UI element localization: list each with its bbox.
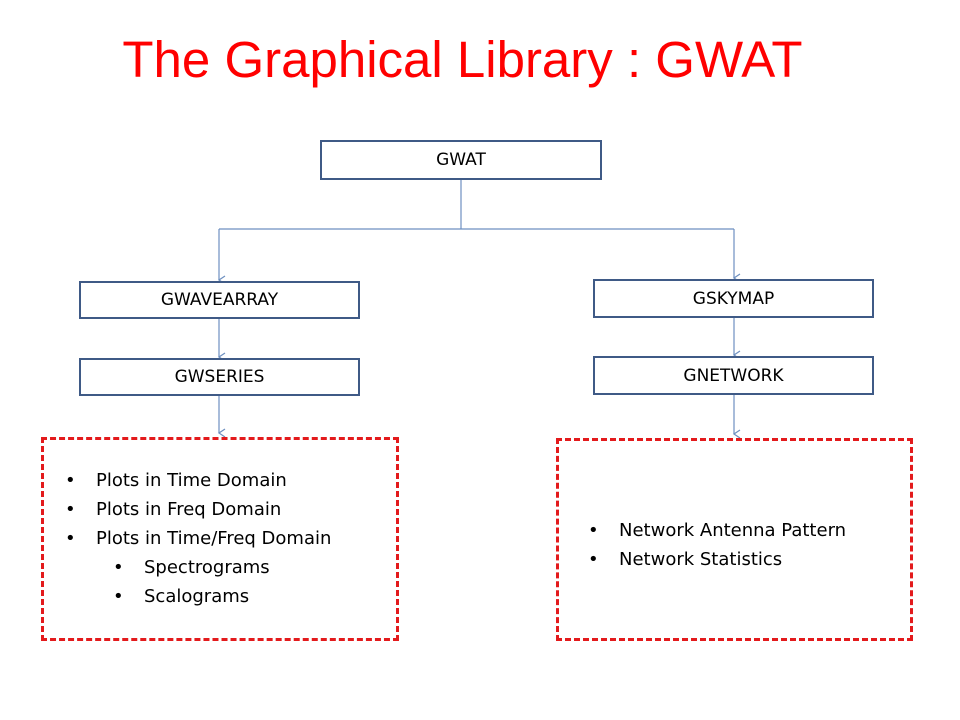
- node-gwavearray: GWAVEARRAY: [79, 281, 360, 319]
- node-gskymap-label: GSKYMAP: [692, 288, 775, 309]
- node-gwseries: GWSERIES: [79, 358, 360, 396]
- slide-title: The Graphical Library : GWAT: [122, 31, 803, 88]
- node-gwat: GWAT: [320, 140, 602, 180]
- sub-list-item: Scalograms: [96, 582, 331, 611]
- gwseries-feature-list: Plots in Time Domain Plots in Freq Domai…: [65, 466, 331, 611]
- node-gwat-label: GWAT: [436, 150, 486, 170]
- sub-list-item: Spectrograms: [96, 553, 331, 582]
- node-gskymap: GSKYMAP: [593, 279, 874, 318]
- node-gwseries-label: GWSERIES: [174, 367, 265, 387]
- list-item: Plots in Time/Freq Domain: [65, 524, 331, 553]
- node-gnetwork-label: GNETWORK: [683, 365, 784, 386]
- node-gnetwork: GNETWORK: [593, 356, 874, 395]
- node-gwavearray-label: GWAVEARRAY: [160, 290, 279, 310]
- gnetwork-feature-list: Network Antenna Pattern Network Statisti…: [588, 516, 846, 574]
- list-item: Network Antenna Pattern: [588, 516, 846, 545]
- list-item: Plots in Freq Domain: [65, 495, 331, 524]
- list-item: Plots in Time Domain: [65, 466, 331, 495]
- list-item: Network Statistics: [588, 545, 846, 574]
